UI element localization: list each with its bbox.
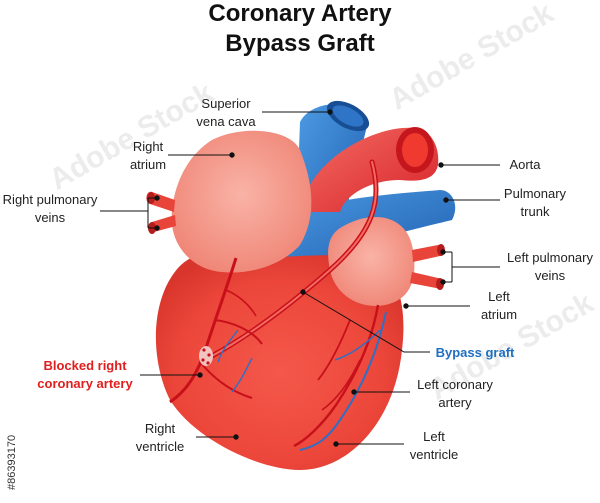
label-right-ventricle: Right ventricle xyxy=(135,421,185,454)
label-left-coronary-artery: Left coronary artery xyxy=(417,377,493,410)
stock-id: #86393170 xyxy=(6,434,18,490)
label-right-atrium: Right atrium xyxy=(129,139,167,172)
label-left-atrium: Left atrium xyxy=(480,289,518,322)
label-left-pulmonary-veins: Left pulmonary veins xyxy=(507,250,593,283)
label-superior-vena-cava: Superior vena cava xyxy=(196,96,256,129)
left-pulmonary-vein-upper xyxy=(412,244,444,262)
leader-bypass-graft xyxy=(302,291,430,353)
left-atrium-shape xyxy=(328,216,415,306)
label-bypass-graft: Bypass graft xyxy=(435,345,515,360)
right-atrium-shape xyxy=(171,130,312,273)
label-aorta: Aorta xyxy=(509,157,541,172)
diagram-title-line1: Coronary Artery xyxy=(208,0,392,27)
ventricles-shape xyxy=(155,253,404,470)
label-left-ventricle: Left ventricle xyxy=(409,429,459,462)
diagram-title-line2: Bypass Graft xyxy=(225,30,375,57)
label-right-pulmonary-veins: Right pulmonary veins xyxy=(2,192,98,225)
label-blocked-right-coronary-artery: Blocked right coronary artery xyxy=(37,358,133,391)
label-pulmonary-trunk: Pulmonary trunk xyxy=(503,186,567,219)
cardiac-vein xyxy=(299,311,387,451)
left-coronary-artery xyxy=(293,304,380,448)
leader-lines xyxy=(100,109,500,447)
blocked-segment-icon xyxy=(199,346,213,366)
left-pulmonary-vein-lower xyxy=(410,272,442,289)
